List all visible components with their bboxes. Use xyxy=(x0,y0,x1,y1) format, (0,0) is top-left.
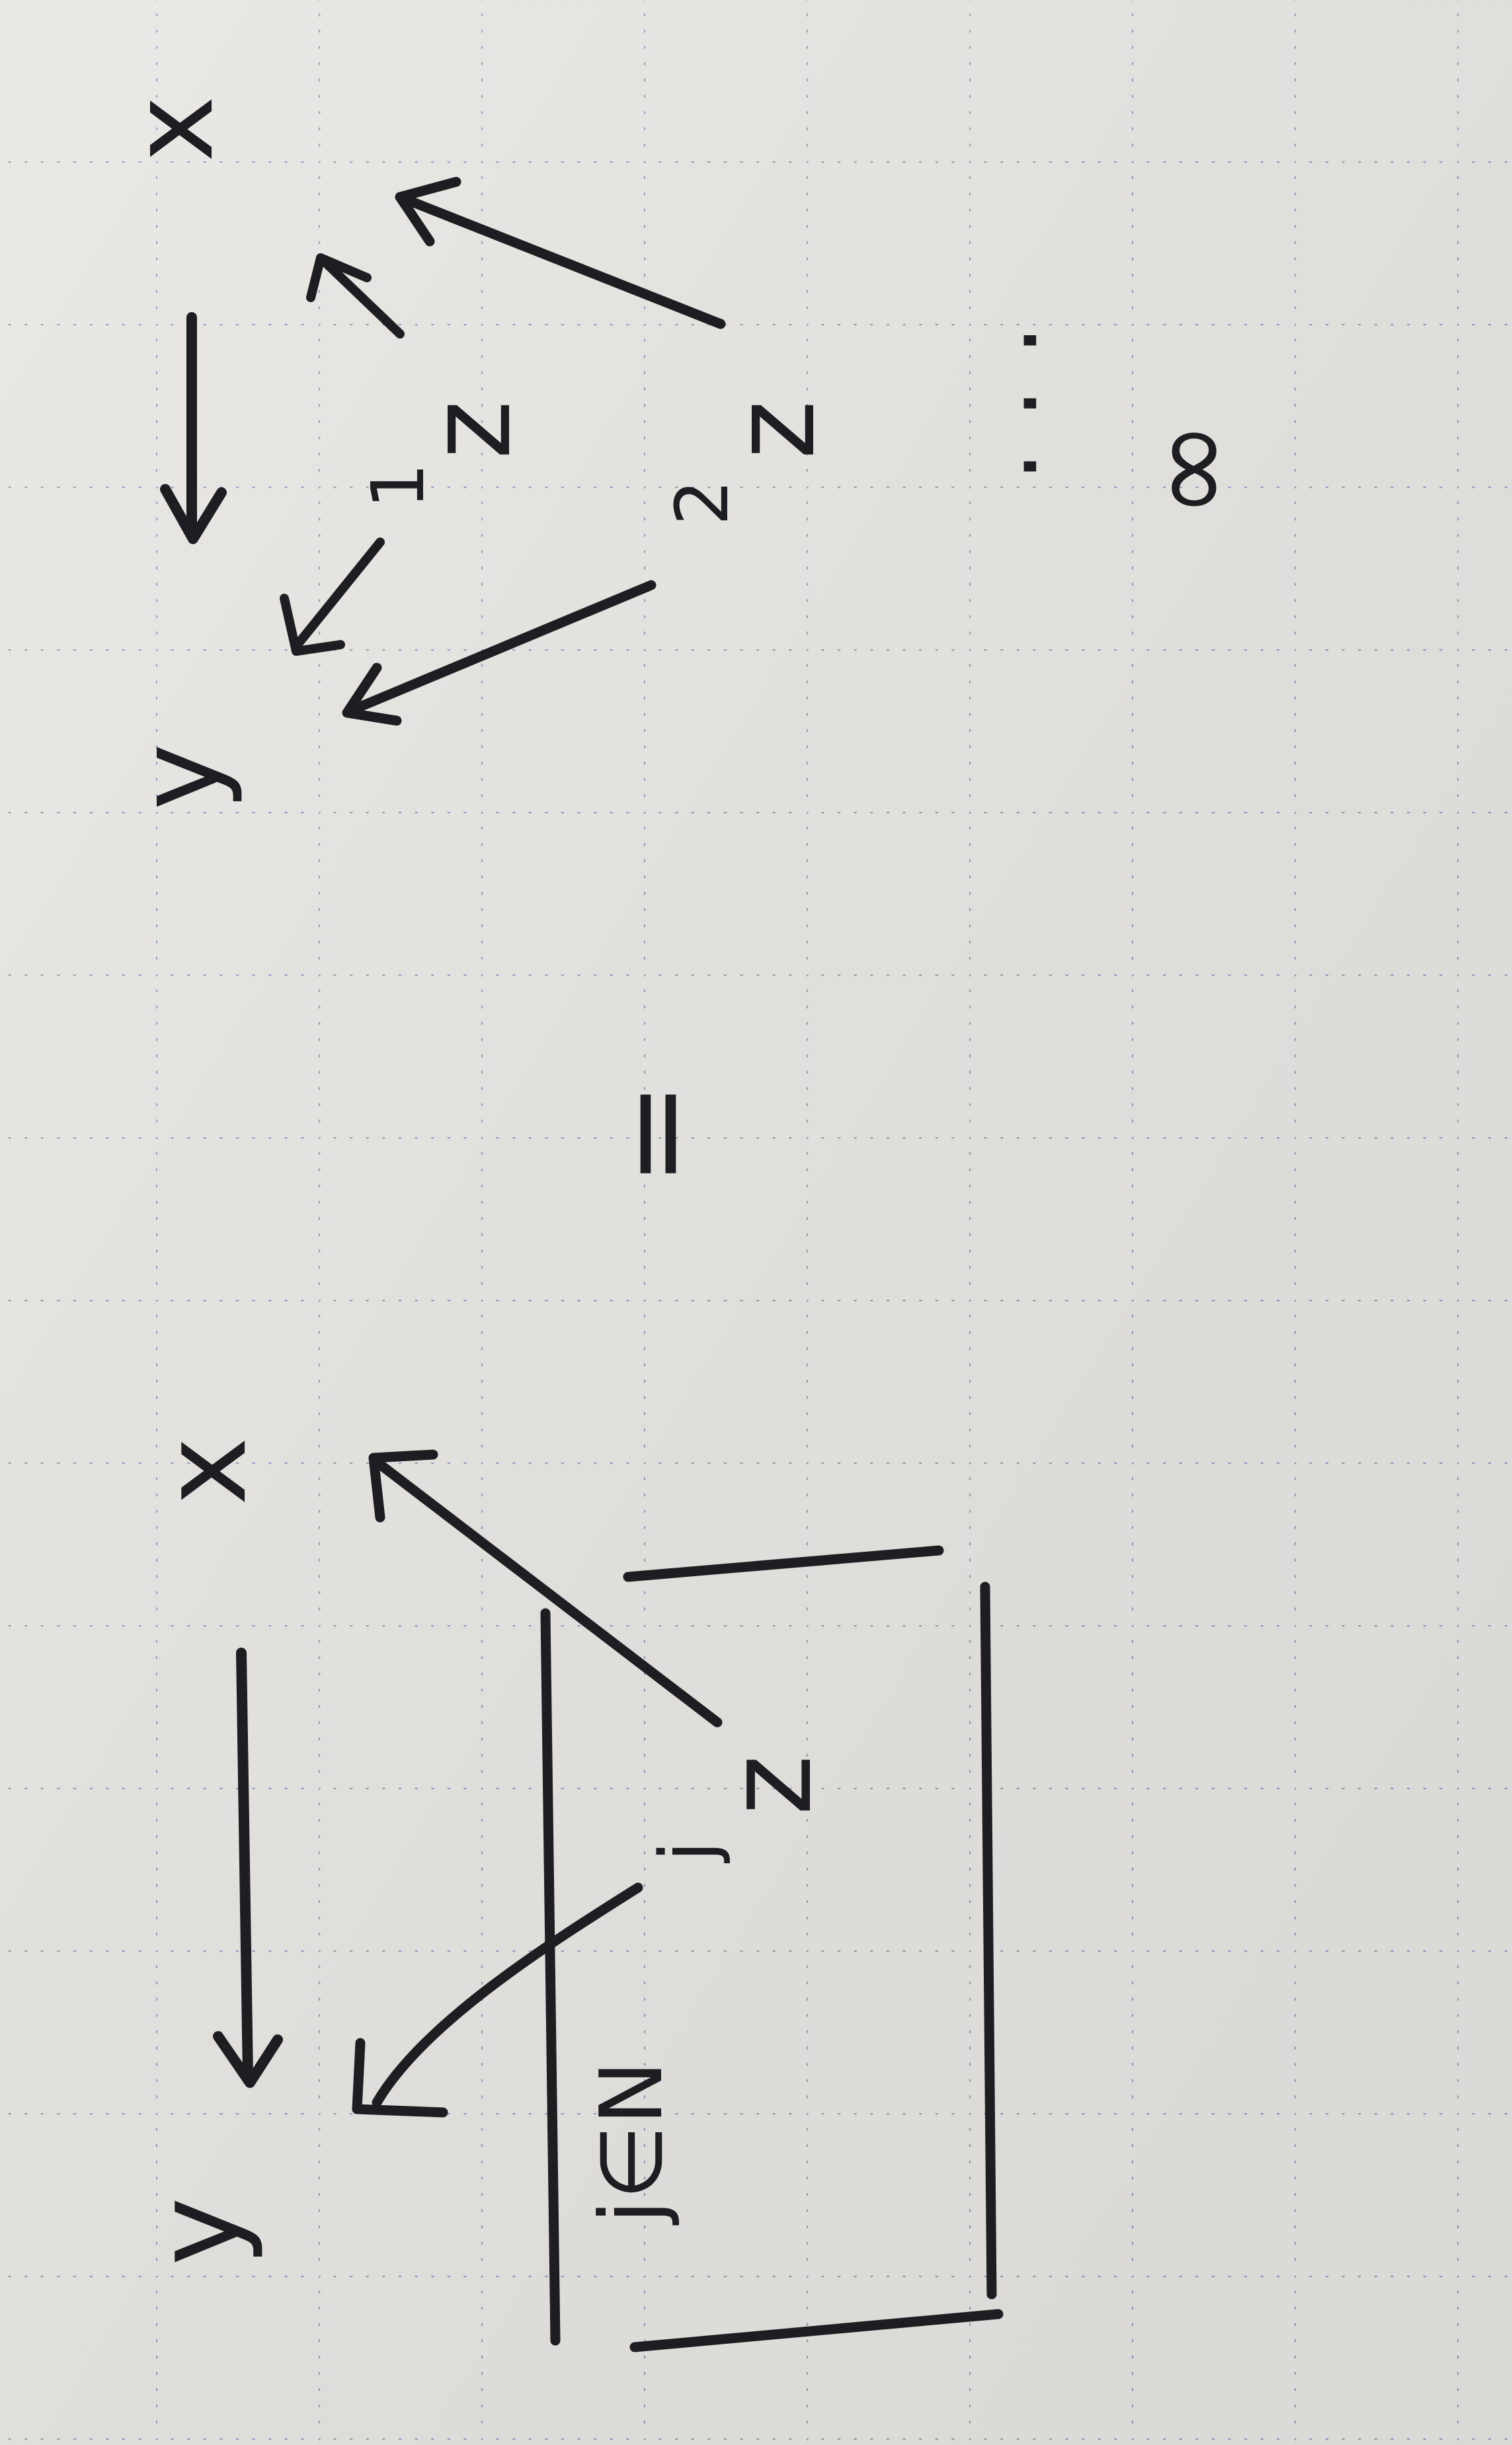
top-node-y: y xyxy=(114,744,245,811)
top-arrow-z2-to-x xyxy=(398,193,726,329)
top-arrow-z1-to-y xyxy=(293,538,385,649)
bottom-arrow-x-to-y xyxy=(236,1648,253,2081)
bottom-node-x: x xyxy=(138,1437,272,1505)
top-arrow-z2-to-y-head xyxy=(342,662,402,726)
bottom-node-zj: z xyxy=(703,1755,838,1816)
top-node-z1: z xyxy=(405,400,536,459)
plate-right-edge xyxy=(980,1582,997,2300)
bottom-node-y: y xyxy=(132,2197,266,2266)
top-infinity: ∞ xyxy=(1120,420,1258,519)
bottom-diagram: x y z j j∈N xyxy=(132,1437,1004,2352)
plate-top-edge xyxy=(623,1545,944,1582)
top-arrow-z2-to-y xyxy=(345,580,657,716)
plate-left-edge xyxy=(540,1608,561,2346)
top-arrow-z1-to-x xyxy=(319,257,405,339)
bottom-arrow-zj-to-x-head xyxy=(368,1449,438,1523)
top-arrow-x-to-y-head xyxy=(160,484,227,544)
top-diagram: x y z 1 z 2 · · · ∞ xyxy=(108,96,1258,811)
plate-index-label: j∈N xyxy=(581,2061,682,2226)
plate-bottom-edge xyxy=(629,2309,1004,2352)
bottom-node-zj-subscript: j xyxy=(644,1841,733,1864)
top-node-z1-subscript: 1 xyxy=(356,463,440,509)
top-ellipsis: · · · xyxy=(973,325,1088,482)
equals-sign: = xyxy=(581,1081,727,1186)
top-node-z2: z xyxy=(709,400,840,459)
top-node-x: x xyxy=(108,96,239,163)
bottom-arrow-zj-to-y-head xyxy=(352,2038,448,2118)
bottom-arrow-zj-to-y xyxy=(372,1882,643,2108)
top-arrow-z2-to-x-head xyxy=(395,177,461,247)
top-arrow-z1-to-x-head xyxy=(306,253,372,302)
top-arrow-z1-to-y-head xyxy=(280,594,345,656)
bottom-arrow-zj-to-x xyxy=(375,1459,723,1728)
bottom-arrow-x-to-y-head xyxy=(213,2031,283,2088)
top-node-z2-subscript: 2 xyxy=(660,479,744,526)
